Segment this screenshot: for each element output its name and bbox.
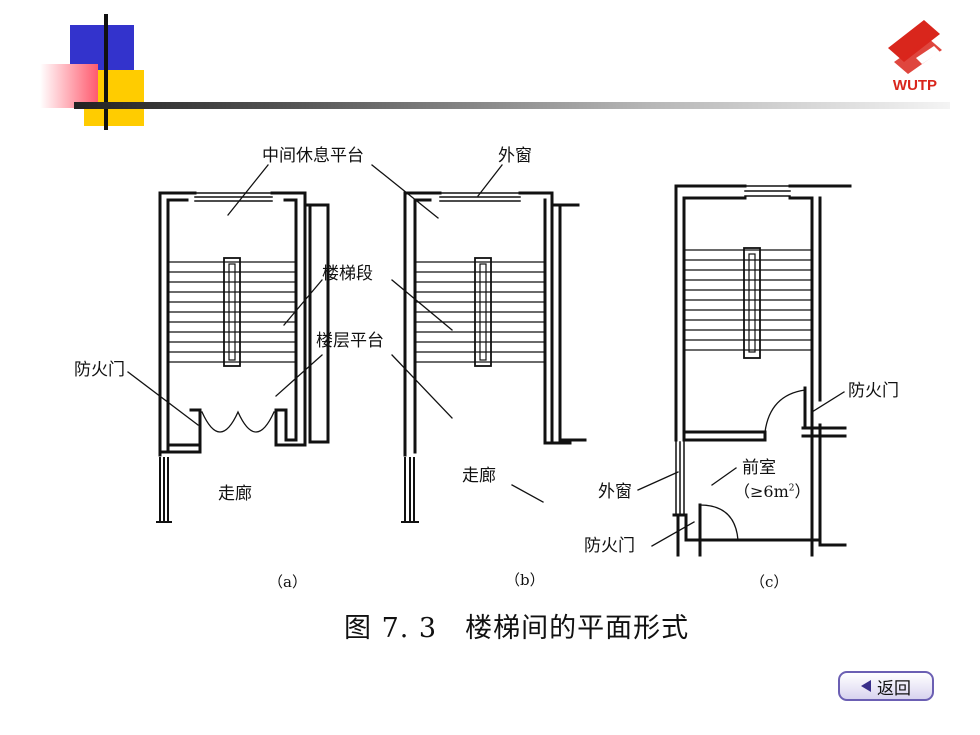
- header-rule: [74, 102, 950, 109]
- plan-b: [401, 191, 587, 523]
- figure-caption: 图 7. 3 楼梯间的平面形式: [344, 613, 690, 644]
- leader-lines: [127, 164, 845, 547]
- plan-a-window: [194, 192, 273, 202]
- plan-c-window-top: [744, 185, 791, 197]
- plan-c: [672, 184, 852, 557]
- deco-square-red: [40, 64, 98, 108]
- plan-b-outer-wall: [550, 203, 587, 442]
- plan-a-lower-wall: [156, 457, 172, 523]
- label-anteroom: 前室: [742, 458, 776, 478]
- plan-c-well: [743, 247, 761, 359]
- label-area-prefix: （≥6m: [734, 482, 789, 501]
- label-window-top: 外窗: [498, 146, 532, 166]
- left-triangle-icon: [861, 680, 871, 692]
- plan-c-walls: [674, 184, 852, 557]
- label-area-sup: 2: [788, 483, 795, 494]
- staircase-diagram: [127, 164, 852, 557]
- label-window-c: 外窗: [598, 482, 632, 502]
- plan-c-anteroom-wall: [682, 426, 847, 442]
- label-floor-landing: 楼层平台: [316, 331, 384, 351]
- plan-c-bottom-door-swing: [699, 504, 739, 541]
- label-landing: 中间休息平台: [262, 146, 364, 166]
- plan-c-steps: [683, 249, 813, 351]
- plan-b-walls: [403, 191, 572, 457]
- back-button[interactable]: 返回: [838, 671, 934, 701]
- label-corridor-b: 走廊: [462, 466, 496, 486]
- label-area: （≥6m2）: [734, 484, 811, 500]
- label-area-suffix: ）: [794, 482, 811, 501]
- plan-c-right-door-swing: [764, 389, 806, 433]
- deco-vertical-line: [104, 14, 108, 130]
- label-fire-door-c-right: 防火门: [848, 381, 899, 401]
- wutp-logo: WUTP: [880, 18, 950, 96]
- subfigure-label-a: （a）: [268, 573, 307, 591]
- plan-b-well: [474, 257, 492, 367]
- plan-b-lower-wall: [401, 457, 419, 523]
- subfigure-label-b: （b）: [505, 571, 545, 589]
- plan-a: [156, 191, 330, 523]
- plan-c-window-side: [675, 441, 685, 516]
- logo-text: WUTP: [893, 77, 937, 94]
- label-fire-door-c-bottom: 防火门: [584, 536, 635, 556]
- label-flight: 楼梯段: [322, 264, 373, 284]
- plan-a-well: [223, 257, 241, 367]
- plan-a-outer-wall: [303, 203, 330, 444]
- back-button-label: 返回: [877, 678, 911, 699]
- plan-a-steps: [167, 261, 296, 363]
- plan-c-right-door-frame: [803, 386, 814, 430]
- plan-a-walls: [158, 191, 307, 457]
- label-fire-door-a: 防火门: [74, 360, 125, 380]
- label-corridor-a: 走廊: [218, 484, 252, 504]
- plan-a-door-swing: [201, 410, 275, 433]
- plan-c-bottom-door: [672, 503, 822, 557]
- subfigure-label-c: （c）: [750, 573, 789, 591]
